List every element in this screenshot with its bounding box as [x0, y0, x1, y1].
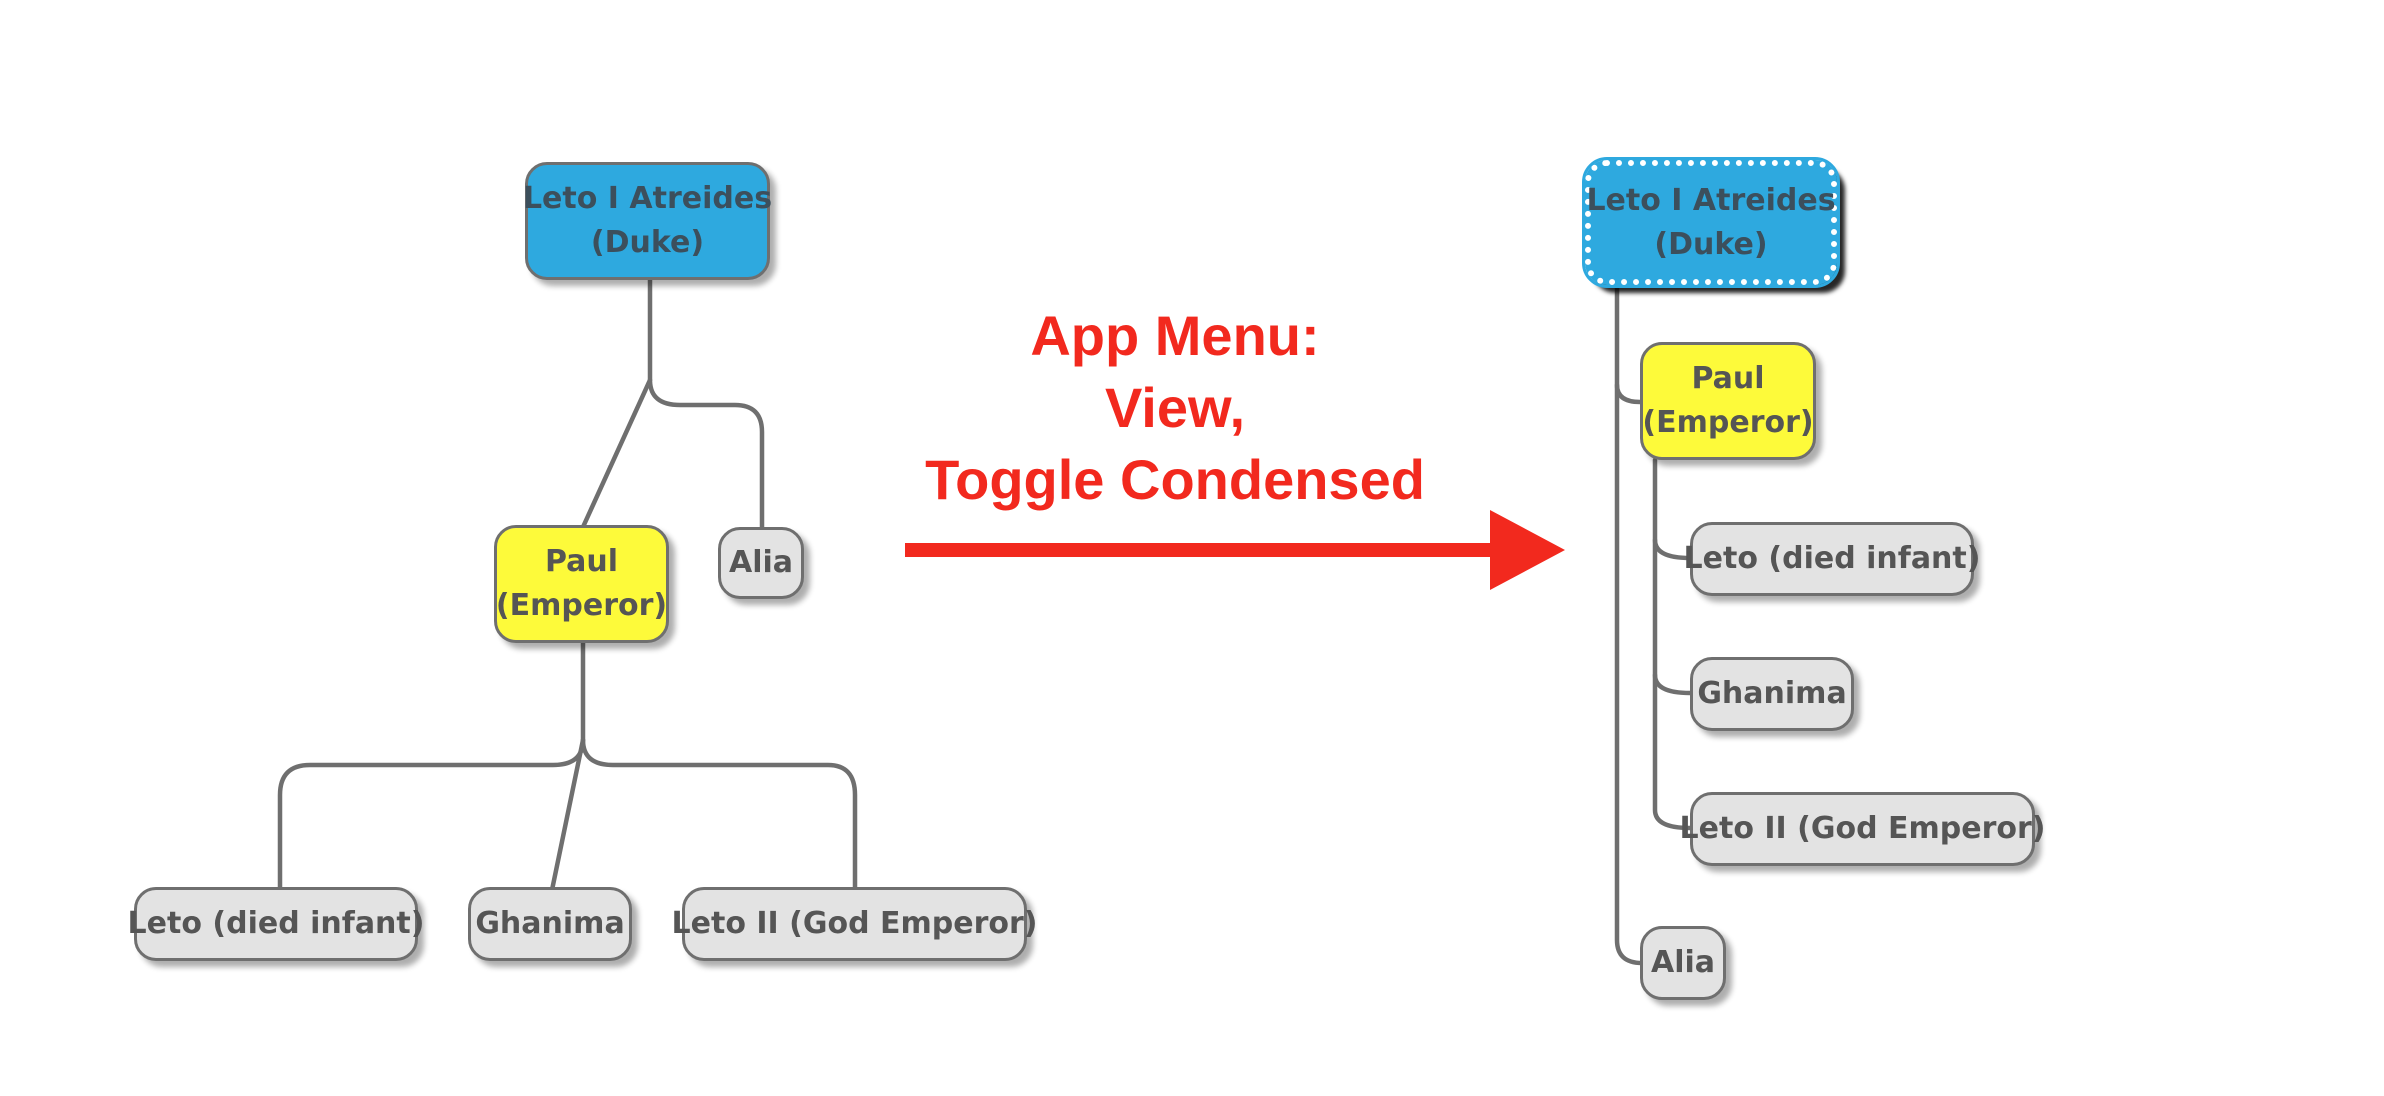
- after-root-node[interactable]: Leto I Atreides (Duke): [1582, 157, 1840, 288]
- before-leto-infant-node[interactable]: Leto (died infant): [128, 887, 424, 961]
- after-leto-ii-label: Leto II (God Emperor): [1679, 811, 2046, 846]
- instruction-line-view: View,: [1104, 376, 1246, 439]
- before-root-node[interactable]: Leto I Atreides (Duke): [522, 162, 773, 280]
- after-leto-infant-node[interactable]: Leto (died infant): [1684, 522, 1980, 596]
- before-alia-label: Alia: [728, 545, 794, 580]
- instruction-text: App Menu: View, Toggle Condensed: [880, 300, 1470, 516]
- before-paul-name: Paul: [544, 544, 619, 579]
- after-root-title: (Duke): [1654, 226, 1768, 262]
- after-paul-node[interactable]: Paul (Emperor): [1640, 342, 1816, 460]
- connector-condensed-root-paul: [1614, 282, 1643, 405]
- before-paul-node[interactable]: Paul (Emperor): [494, 525, 669, 643]
- connector-root-alia: [647, 377, 765, 537]
- before-alia-node[interactable]: Alia: [718, 527, 804, 599]
- before-root-title: (Duke): [590, 225, 705, 260]
- after-ghanima-label: Ghanima: [1697, 676, 1847, 711]
- after-paul-title: (Emperor): [1642, 405, 1814, 440]
- connector-paul-leto-ii: [580, 737, 858, 893]
- after-leto-infant-label: Leto (died infant): [1683, 541, 1981, 576]
- right-arrow-icon: [905, 510, 1565, 590]
- connector-condensed-paul-leto-ii: [1652, 672, 1693, 831]
- after-paul-name: Paul: [1691, 361, 1765, 396]
- after-leto-ii-node[interactable]: Leto II (God Emperor): [1680, 792, 2046, 866]
- after-alia-label: Alia: [1650, 945, 1716, 980]
- after-root-name: Leto I Atreides: [1586, 182, 1836, 218]
- connector-condensed-root-alia: [1614, 382, 1645, 966]
- before-ghanima-label: Ghanima: [475, 906, 625, 941]
- before-leto-infant-label: Leto (died infant): [127, 906, 425, 941]
- before-ghanima-node[interactable]: Ghanima: [468, 887, 632, 961]
- after-alia-node[interactable]: Alia: [1640, 926, 1726, 1000]
- connector-paul-leto-infant: [277, 637, 586, 893]
- instruction-line-app-menu: App Menu:: [1030, 304, 1320, 367]
- after-ghanima-node[interactable]: Ghanima: [1690, 657, 1854, 731]
- connector-root-paul: [580, 277, 653, 530]
- before-root-name: Leto I Atreides: [522, 181, 773, 216]
- before-leto-ii-label: Leto II (God Emperor): [671, 906, 1038, 941]
- before-paul-title: (Emperor): [495, 588, 668, 623]
- instruction-line-toggle: Toggle Condensed: [925, 448, 1425, 511]
- before-leto-ii-node[interactable]: Leto II (God Emperor): [672, 887, 1038, 961]
- connector-paul-ghanima: [549, 737, 586, 893]
